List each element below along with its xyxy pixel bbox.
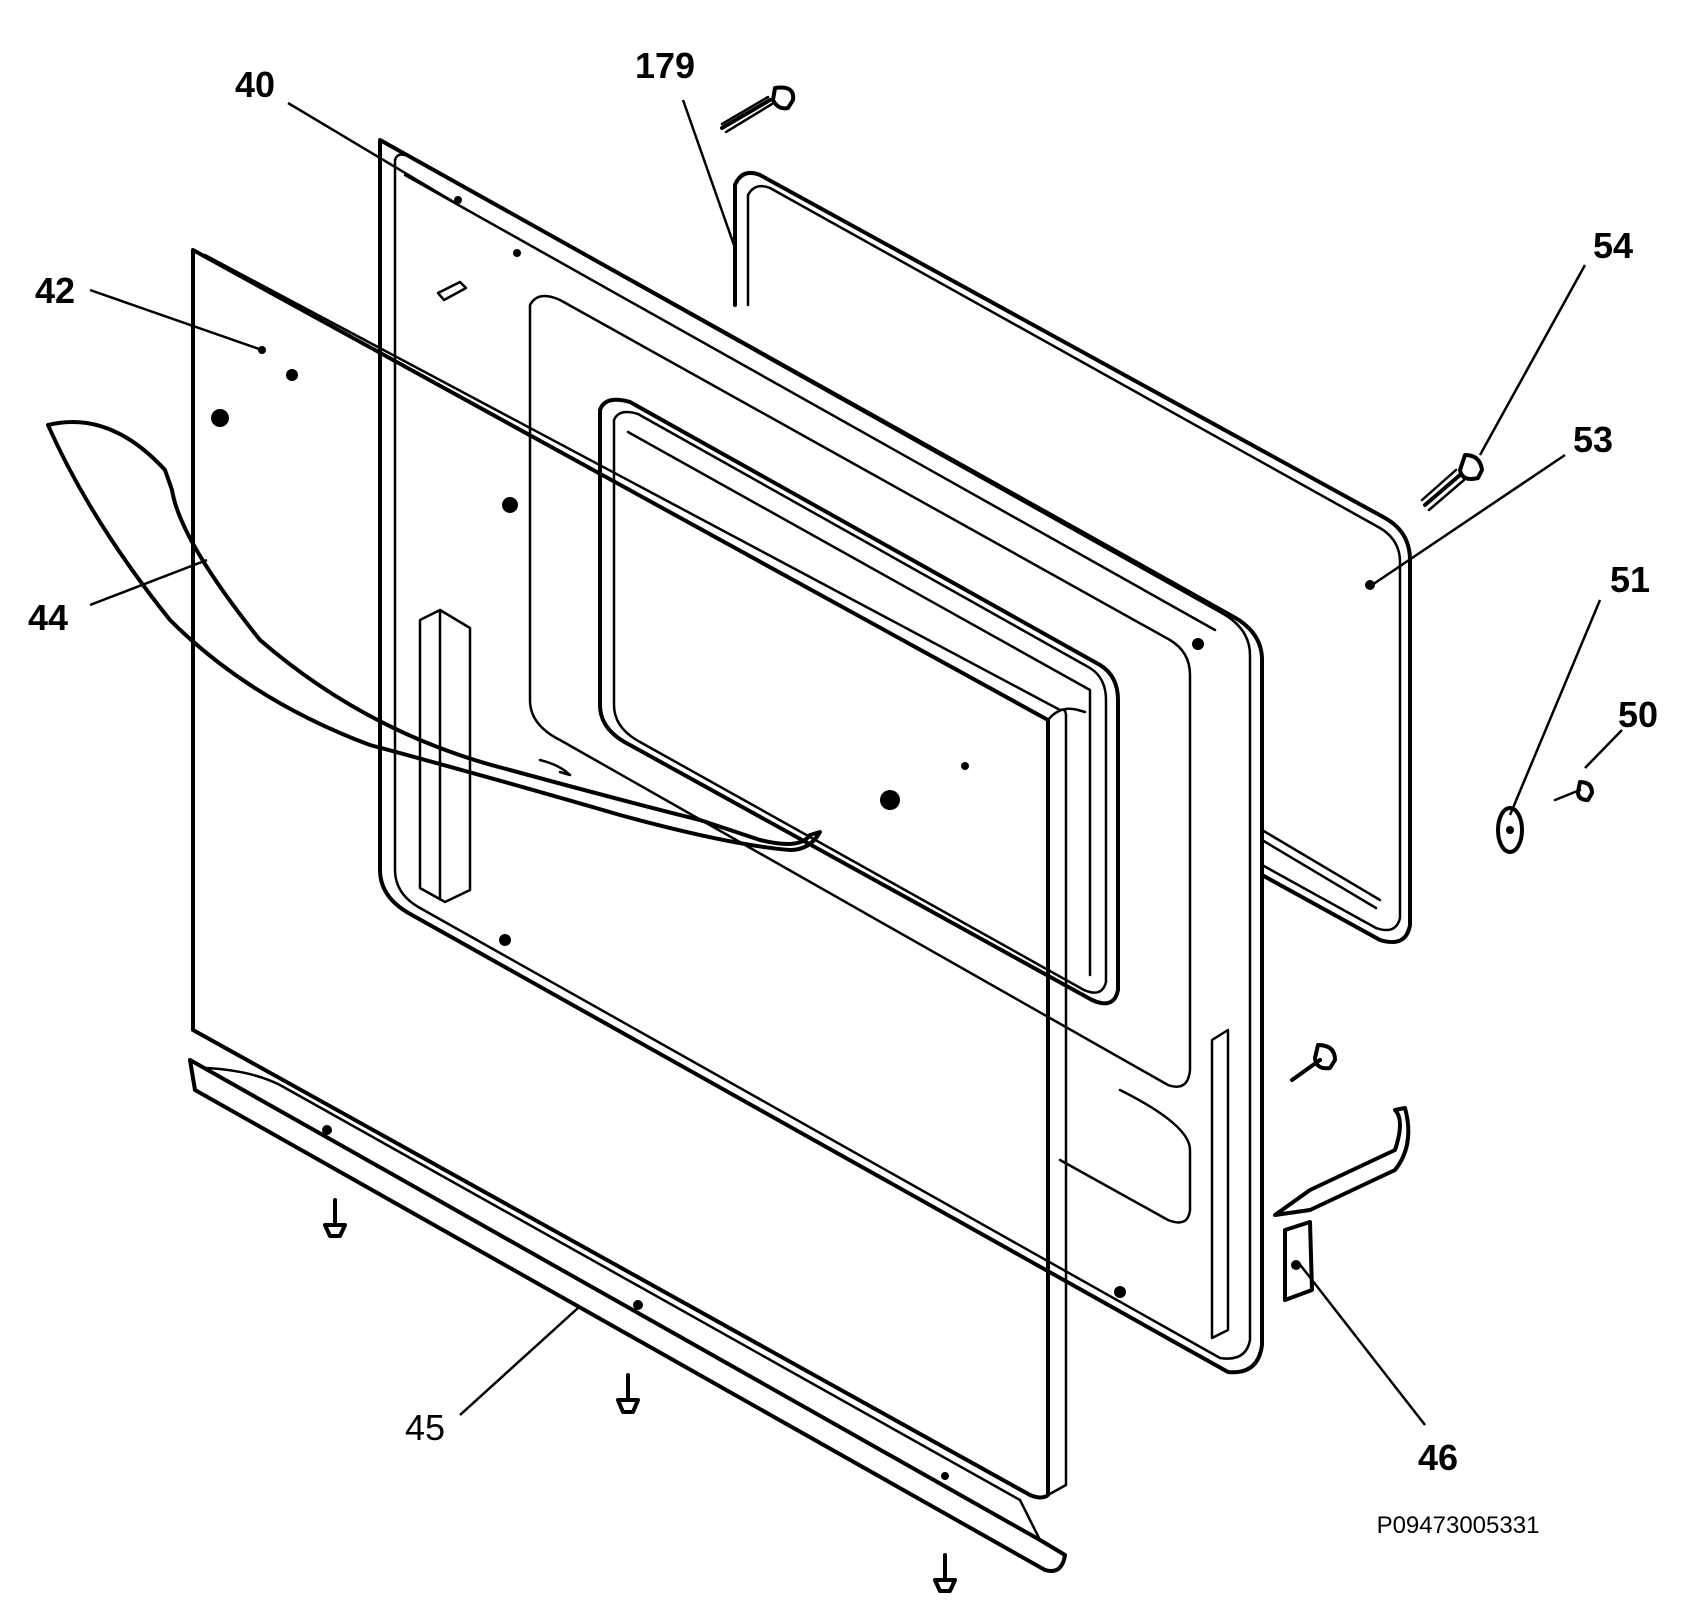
screw-hinge (1290, 1043, 1337, 1082)
hinge-46 (1273, 1106, 1411, 1302)
bottom-trim-strip (188, 1058, 1067, 1573)
screw-179 (720, 85, 796, 134)
screw-bottom-mid (616, 1373, 640, 1414)
inner-glass-gasket (598, 397, 1120, 1006)
label-46: 46 (1418, 1437, 1458, 1478)
label-44: 44 (28, 597, 68, 638)
washer-51 (1496, 806, 1524, 854)
label-53: 53 (1573, 419, 1613, 460)
label-42: 42 (35, 270, 75, 311)
leader-lines (89, 99, 1623, 1426)
door-handle (46, 420, 822, 852)
outer-glass-panel (191, 248, 1087, 1500)
label-50: 50 (1618, 694, 1658, 735)
label-179: 179 (635, 45, 695, 86)
screw-50 (1553, 780, 1594, 802)
door-inner-frame (378, 138, 1264, 1375)
rear-glass-seal (733, 171, 1412, 945)
drawing-code: P09473005331 (1377, 1512, 1540, 1539)
screw-54 (1420, 453, 1484, 512)
label-54: 54 (1593, 225, 1633, 266)
screw-bottom-left (323, 1198, 347, 1238)
part-labels: 40 179 42 44 54 53 51 50 45 46 P09473005… (28, 45, 1658, 1539)
label-45: 45 (405, 1407, 445, 1448)
label-51: 51 (1610, 559, 1650, 600)
screw-bottom-right (933, 1553, 957, 1593)
label-40: 40 (235, 64, 275, 105)
